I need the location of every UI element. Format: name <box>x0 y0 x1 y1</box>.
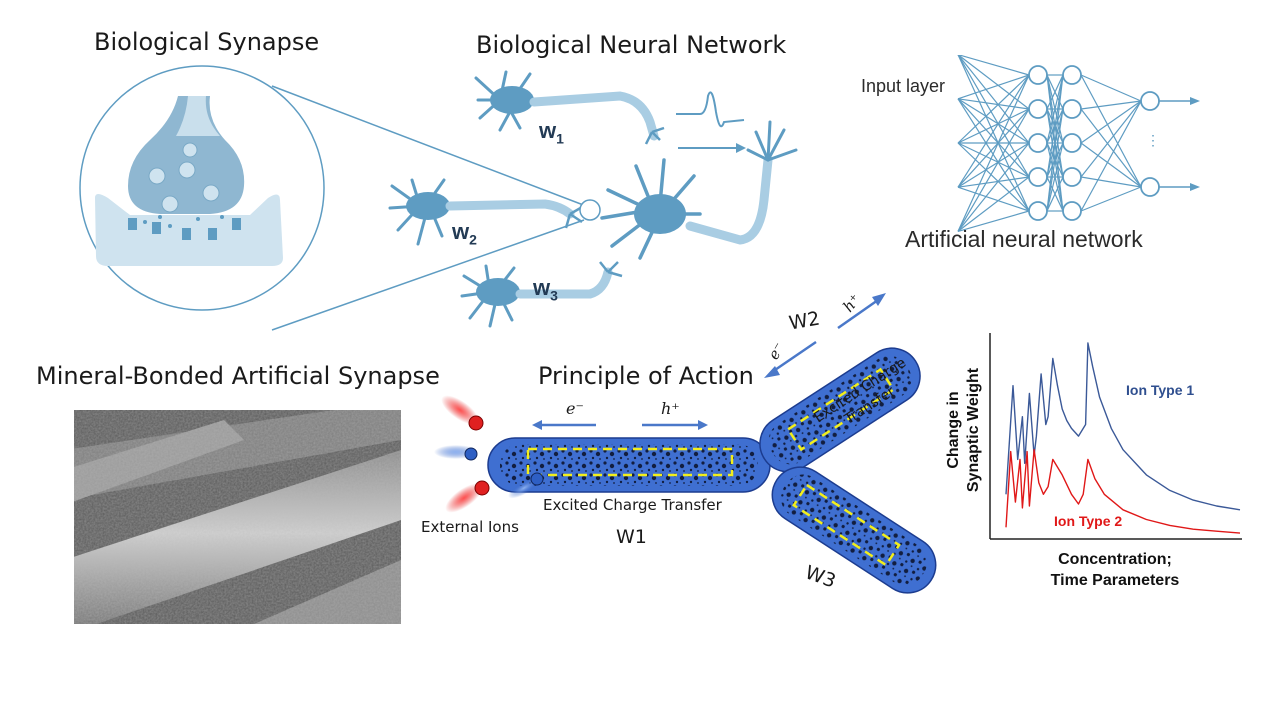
biological-neural-network-title: Biological Neural Network <box>476 31 787 59</box>
ann-connection <box>1080 100 1142 212</box>
weight-label-w2: w2 <box>452 219 477 248</box>
ann-connection <box>957 176 1030 188</box>
biological-diagram <box>79 65 798 331</box>
legend-ion-type-1: Ion Type 1 <box>1126 382 1194 398</box>
electron-label-w1: e⁻ <box>566 399 584 418</box>
legend-ion-type-2: Ion Type 2 <box>1054 513 1122 529</box>
tube-w1 <box>487 437 771 493</box>
chart-ylabel-line1: Change in <box>945 391 962 468</box>
ann-node-layer-1 <box>1028 65 1048 85</box>
receptors <box>128 218 241 240</box>
neuron-w1 <box>474 70 665 145</box>
ann-connection <box>1046 74 1064 110</box>
ann-connection <box>957 55 1030 178</box>
ann-diagram <box>957 55 1200 232</box>
ann-connection <box>957 108 1030 144</box>
ann-connection <box>957 186 1030 212</box>
ann-connection <box>957 55 1030 76</box>
external-ions-label: External Ions <box>421 518 519 536</box>
zoom-line-bottom <box>271 219 585 331</box>
ann-connection <box>957 142 1030 212</box>
synaptic-weight-chart: Ion Type 1 Ion Type 2 Change in Synaptic… <box>945 333 1242 589</box>
ann-caption: Artificial neural network <box>905 226 1143 252</box>
series-line-1 <box>1005 342 1241 511</box>
external-ions <box>434 395 544 513</box>
ann-connection <box>1080 100 1142 110</box>
ann-node-layer-2 <box>1062 133 1082 153</box>
ann-connection <box>957 74 1030 100</box>
central-neuron <box>579 120 798 260</box>
ann-ellipsis: ⋮ <box>1146 132 1160 148</box>
hole-arrow-w2 <box>837 298 879 330</box>
ann-connection <box>1080 100 1142 178</box>
ann-connection <box>957 142 1030 188</box>
ann-node-layer-2 <box>1062 201 1082 221</box>
ann-connection <box>1046 74 1064 178</box>
ann-connection <box>957 176 1030 232</box>
ann-connection <box>1080 74 1142 102</box>
ann-node-layer-3 <box>1140 177 1160 197</box>
ann-node-layer-2 <box>1062 167 1082 187</box>
ann-connection <box>1046 108 1064 212</box>
ann-connection <box>957 142 1030 178</box>
ann-connection <box>957 98 1030 110</box>
biological-synapse-title: Biological Synapse <box>94 28 320 56</box>
tube-w3 <box>771 466 937 594</box>
ann-connection <box>957 108 1030 232</box>
chart-xlabel-line1: Concentration; <box>1058 551 1172 568</box>
neuron-w3 <box>460 261 623 328</box>
ann-connection <box>957 98 1030 178</box>
ann-node-layer-1 <box>1028 201 1048 221</box>
ann-connection <box>957 98 1030 212</box>
electron-arrow-w2 <box>771 340 817 374</box>
mineral-bonded-synapse-title: Mineral-Bonded Artificial Synapse <box>36 362 440 390</box>
ann-connection <box>1080 108 1142 188</box>
ann-connection <box>957 74 1030 188</box>
ann-connection <box>1046 74 1064 212</box>
chart-xlabel-line2: Time Parameters <box>1051 572 1180 589</box>
ann-node-layer-2 <box>1062 65 1082 85</box>
ann-connection <box>957 74 1030 144</box>
ann-connection <box>957 108 1030 188</box>
principle-of-action-title: Principle of Action <box>538 362 754 390</box>
ann-connection <box>1080 74 1142 188</box>
ann-node-layer-1 <box>1028 133 1048 153</box>
ann-connection <box>1046 142 1064 212</box>
ann-connection <box>1046 74 1064 144</box>
ann-output-arrow <box>1190 97 1200 105</box>
neuron-w2 <box>388 178 585 246</box>
ann-connection <box>957 74 1030 232</box>
ann-node-layer-1 <box>1028 99 1048 119</box>
ann-connection <box>1080 142 1142 188</box>
hole-label-w1: h⁺ <box>661 399 680 418</box>
sem-micrograph <box>74 410 401 624</box>
ann-connection <box>957 98 1030 144</box>
ann-input-layer-label: Input layer <box>861 76 946 96</box>
zoom-line-top <box>271 85 587 207</box>
tube-w2 <box>759 347 921 473</box>
chart-ylabel-line2: Synaptic Weight <box>965 367 982 492</box>
weight-label-w1: w1 <box>539 118 564 147</box>
series-line-2 <box>1005 448 1241 534</box>
weight-label-w3: w3 <box>533 275 558 304</box>
ann-node-layer-3 <box>1140 91 1160 111</box>
ann-node-layer-1 <box>1028 167 1048 187</box>
ann-output-arrow <box>1190 183 1200 191</box>
ann-connection <box>957 55 1030 212</box>
excited-charge-transfer-label: Excited Charge Transfer <box>543 496 722 514</box>
ann-connection <box>1046 176 1064 212</box>
ann-connection <box>1080 100 1142 144</box>
ann-node-layer-2 <box>1062 99 1082 119</box>
ann-connection <box>957 142 1030 232</box>
synaptic-vesicles <box>148 142 220 213</box>
ann-connection <box>1080 186 1142 212</box>
action-potential-spike <box>676 91 745 128</box>
principle-diagram <box>434 293 937 594</box>
ann-connection <box>1080 176 1142 188</box>
ann-connection <box>957 210 1030 232</box>
tube-label-w1: W1 <box>616 526 647 548</box>
